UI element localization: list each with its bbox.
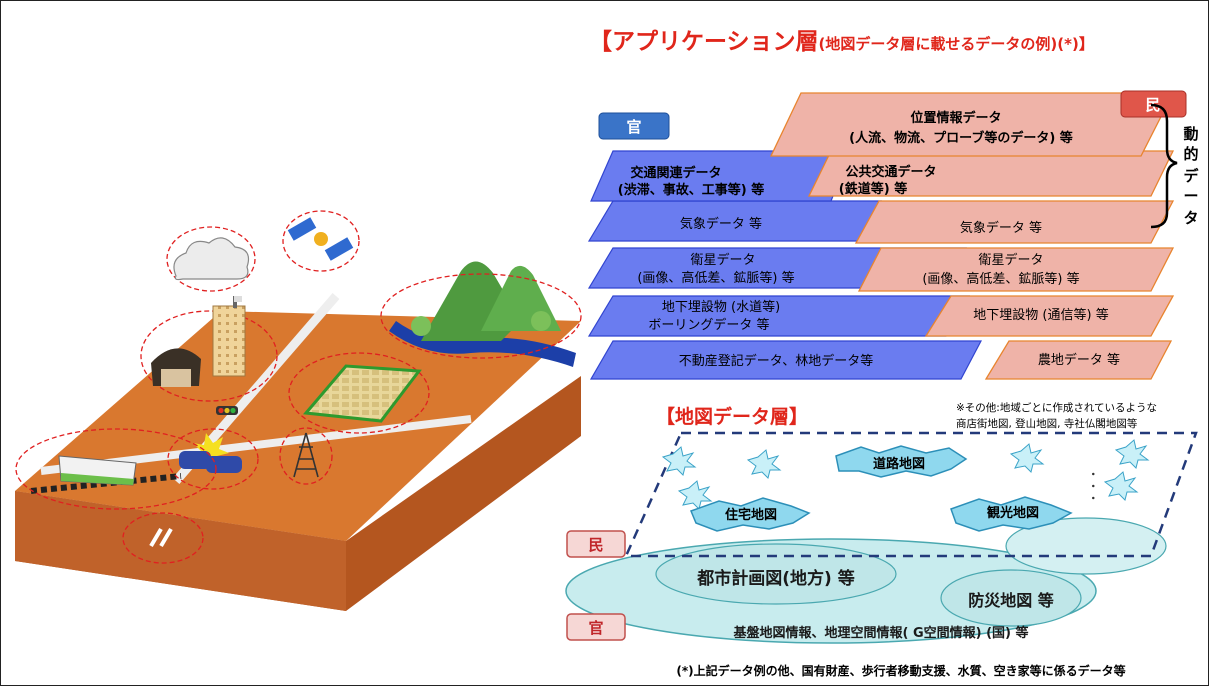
private-sheet-6-line1: 農地データ 等 (1038, 352, 1120, 368)
svg-text:動: 動 (1183, 125, 1198, 143)
private-sheet-2-line2: (鉄道等) 等 (839, 181, 907, 197)
map-layer-note-line2: 商店街地図, 登山地図, 寺社仏閣地図等 (956, 417, 1138, 430)
private-map-plane (624, 431, 1198, 558)
footnote: (*)上記データ例の他、国有財産、歩行者移動支援、水質、空き家等に係るデータ等 (676, 663, 1125, 678)
svg-text:デ: デ (1183, 167, 1199, 185)
private-sheet-1-line1: 位置情報データ (910, 110, 1001, 126)
private-sheet-1 (769, 92, 1175, 157)
private-sheet-4 (857, 247, 1175, 292)
public-sheet-4-line1: 地下埋設物 (水道等) (662, 299, 780, 315)
svg-text:的: 的 (1183, 145, 1198, 163)
spark-icon (661, 446, 697, 476)
public-sheet-1 (590, 150, 852, 202)
svg-text:タ: タ (1183, 209, 1198, 227)
underground-pipe-icon (149, 527, 173, 548)
svg-text:ー: ー (1183, 187, 1198, 205)
cloud-icon (166, 226, 256, 292)
map-data-layer: 【地図データ層】 ※その他:地域ごとに作成されているような 商店街地図, 登山地… (565, 401, 1198, 644)
application-layer: 【アプリケーション層(地図データ層に載せるデータの例)(*)】 交通関連データ … (587, 29, 1199, 380)
transmission-tower-icon (293, 432, 319, 478)
public-sheet-4-line2: ボーリングデータ 等 (648, 317, 769, 333)
private-sheet-5 (924, 295, 1175, 337)
city-plan-ellipse (655, 543, 897, 605)
tag-private-map: 民 (566, 530, 626, 558)
public-sheet-3-line1: 衛星データ (690, 252, 755, 268)
public-sheet-1-line1: 交通関連データ (630, 165, 721, 181)
traffic-light-icon (216, 406, 238, 415)
spark-icon (1103, 471, 1139, 501)
tag-public-app: 官 (598, 112, 670, 140)
private-sheet-1-line2: (人流、物流、プローブ等のデータ) 等 (849, 130, 1073, 146)
map-spark-icons (661, 439, 1150, 510)
car-icon (179, 451, 242, 473)
private-sheet-labels: 位置情報データ (人流、物流、プローブ等のデータ) 等 公共交通データ (鉄道等… (839, 110, 1120, 368)
spark-icon (746, 449, 782, 479)
private-sheet-3 (854, 200, 1175, 244)
app-layer-title: 【アプリケーション層(地図データ層に載せるデータの例)(*)】 (589, 29, 1094, 55)
private-sheets (769, 92, 1175, 380)
map-ellipsis: ・・・ (1086, 468, 1100, 504)
svg-text:官: 官 (626, 118, 641, 136)
building-icon (212, 296, 246, 377)
city-illustration (15, 210, 582, 611)
spark-icon (1114, 439, 1150, 469)
private-sheet-5-line1: 地下埋設物 (通信等) 等 (973, 307, 1108, 323)
public-sheet-3-line2: (画像、高低差、鉱脈等) 等 (637, 270, 794, 286)
public-sheet-labels: 交通関連データ (渋滞、事故、工事等) 等 気象データ 等 衛星データ (画像、… (618, 165, 874, 369)
private-sheet-4-line2: (画像、高低差、鉱脈等) 等 (922, 271, 1079, 287)
disaster-map-label: 防災地図 等 (968, 591, 1054, 610)
road-map-burst: 道路地図 (835, 445, 968, 478)
public-sheet-2-line1: 気象データ 等 (680, 216, 762, 232)
spark-icon (677, 480, 713, 510)
map-layer-note-line1: ※その他:地域ごとに作成されているような (956, 401, 1157, 414)
private-sheet-6 (984, 340, 1173, 380)
dynamic-data-label: 動 的 デ ー タ (1183, 125, 1199, 227)
housing-map-burst: 住宅地図 (690, 497, 811, 532)
city-plan-label: 都市計画図(地方) 等 (696, 568, 854, 589)
disaster-map-ellipse (940, 569, 1082, 627)
ground-front-face (15, 491, 346, 611)
svg-text:官: 官 (588, 619, 603, 637)
farm-field-icon (303, 364, 422, 423)
public-sheet-1-line2: (渋滞、事故、工事等) 等 (618, 182, 764, 198)
map-layer-title: 【地図データ層】 (656, 405, 808, 428)
satellite-icon (282, 210, 360, 272)
spark-icon (1009, 443, 1045, 473)
mountain-icon (411, 261, 561, 341)
svg-text:民: 民 (588, 536, 603, 554)
svg-text:観光地図: 観光地図 (986, 505, 1039, 521)
private-sheet-4-line1: 衛星データ (978, 252, 1043, 268)
svg-text:住宅地図: 住宅地図 (725, 507, 777, 523)
public-sheet-5-line1: 不動産登記データ、林地データ等 (679, 353, 874, 369)
dynamic-data-brace (1150, 103, 1178, 229)
svg-text:道路地図: 道路地図 (873, 456, 925, 472)
private-sheet-2-line1: 公共交通データ (845, 164, 936, 180)
river (389, 321, 576, 367)
train-icon (58, 455, 137, 486)
base-map-label: 基盤地図情報、地理空間情報( G空間情報) (国) 等 (732, 625, 1028, 641)
private-sheet-3-line1: 気象データ 等 (960, 220, 1042, 236)
private-map-inner-ellipse (1005, 517, 1167, 575)
tourism-map-burst: 観光地図 (950, 496, 1073, 532)
house-icon (151, 348, 201, 387)
public-sheet-5 (589, 340, 982, 380)
tag-public-map: 官 (566, 613, 626, 641)
